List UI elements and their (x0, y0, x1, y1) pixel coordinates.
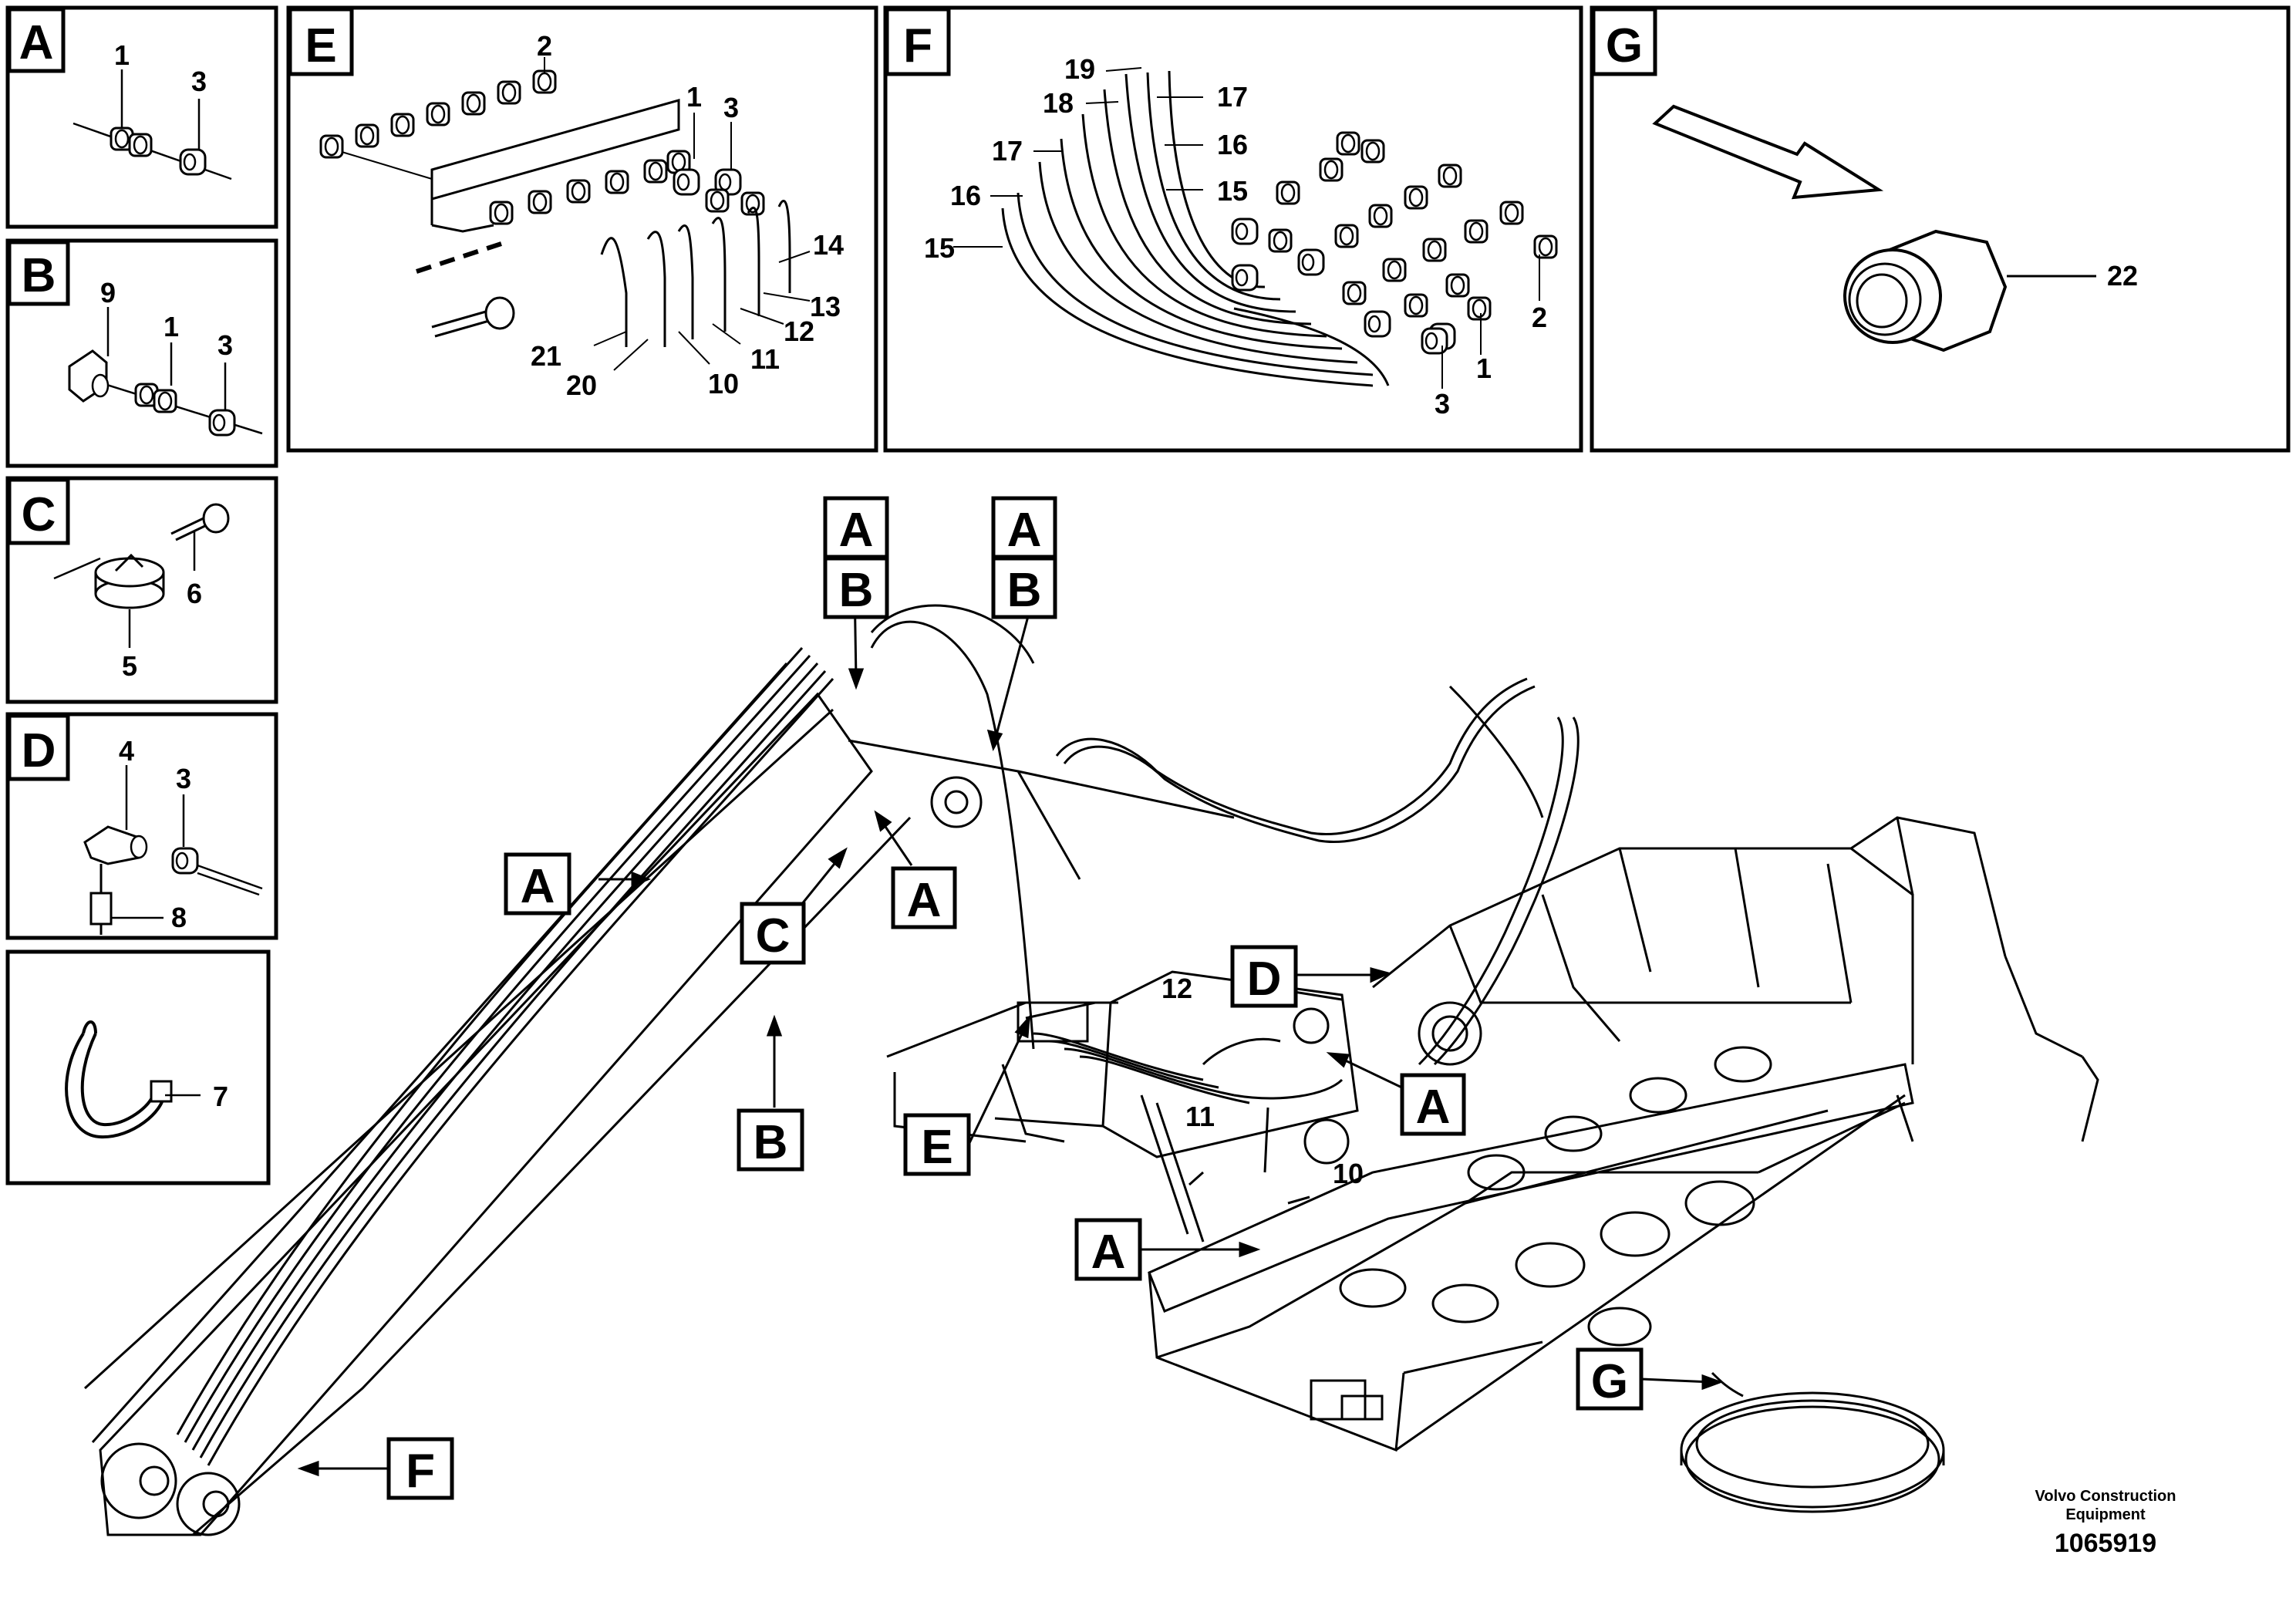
svg-text:A: A (1091, 1226, 1126, 1279)
part-label: 3 (723, 92, 739, 123)
part-label: 15 (1217, 175, 1248, 207)
part-label: 8 (171, 902, 187, 933)
callout-box: E (903, 1113, 971, 1176)
callout-box: A (504, 852, 571, 916)
part-label: 18 (1043, 87, 1074, 119)
callout-box: D (1230, 945, 1298, 1008)
callout-leaders (297, 584, 1724, 1477)
detail-panel-a: A 1 3 (5, 5, 278, 229)
part-label: 11 (750, 343, 780, 375)
panel-b-fitting-drawing (68, 307, 263, 437)
panel-c-clamp-drawing (53, 503, 230, 648)
part-label: 15 (924, 232, 955, 264)
callout-box: A (1074, 1218, 1142, 1281)
detail-panel-f: F (883, 5, 1583, 453)
main-callouts: A B A B A C A B (386, 496, 1644, 1500)
part-label: 10 (708, 368, 739, 400)
part-label: 3 (176, 763, 191, 794)
cable-tie-drawing (65, 1020, 201, 1139)
company-name-line2: Equipment (2065, 1506, 2146, 1523)
panel-d-tag: D (22, 724, 56, 777)
panel-c-tag: C (22, 488, 56, 541)
direction-arrow-icon (1652, 104, 1884, 200)
callout-box: A (1400, 1073, 1466, 1136)
part-label: 16 (1217, 129, 1248, 160)
part-label: 11 (1185, 1101, 1215, 1132)
panel-a-tag: A (19, 16, 54, 69)
part-label: 14 (813, 229, 844, 261)
svg-text:A: A (839, 504, 874, 557)
panel-b-tag: B (22, 249, 56, 302)
callout-box: B (823, 556, 889, 619)
callout-box: F (386, 1437, 454, 1500)
panel-e-manifold-drawing (319, 57, 811, 371)
part-label: 12 (1161, 973, 1192, 1004)
part-label: 20 (566, 369, 597, 401)
part-label: 2 (537, 30, 552, 62)
part-label: 9 (100, 277, 116, 309)
part-label: 19 (1064, 53, 1095, 85)
callout-box: A (891, 866, 957, 929)
panel-a-fitting-drawing (72, 69, 232, 180)
part-label: 16 (950, 180, 981, 211)
detail-panel-clip: 7 (5, 949, 271, 1185)
callout-box: B (737, 1108, 804, 1172)
callout-box: A (823, 496, 889, 559)
callout-box: C (740, 902, 806, 965)
part-label: 17 (1217, 81, 1248, 113)
company-name: Volvo Construction (2035, 1488, 2176, 1505)
part-label: 1 (1476, 352, 1492, 384)
part-label: 12 (784, 315, 814, 347)
svg-text:B: B (1007, 564, 1042, 617)
part-label: 6 (187, 578, 202, 609)
svg-text:B: B (754, 1116, 788, 1169)
part-label: 3 (217, 329, 233, 361)
svg-text:F: F (406, 1445, 435, 1498)
document-number: 1065919 (2055, 1529, 2156, 1558)
part-label: 5 (122, 650, 137, 682)
part-label: 1 (164, 311, 179, 342)
svg-text:A: A (1007, 504, 1042, 557)
detail-panel-e: E (286, 5, 878, 453)
part-label: 7 (213, 1081, 228, 1112)
part-label: 10 (1333, 1158, 1364, 1189)
svg-text:A: A (521, 860, 555, 913)
svg-text:A: A (907, 874, 942, 927)
panel-e-tag: E (305, 19, 336, 73)
svg-text:B: B (839, 564, 874, 617)
detail-panel-d: D 4 3 8 (5, 712, 278, 940)
panel-d-fitting-drawing (83, 765, 263, 935)
part-label: 1 (114, 39, 130, 71)
part-label: 3 (1435, 388, 1450, 420)
svg-text:C: C (756, 909, 791, 963)
detail-panel-g: G 22 (1590, 5, 2291, 453)
svg-text:D: D (1247, 953, 1282, 1006)
part-label: 2 (1532, 302, 1547, 333)
part-label: 22 (2107, 260, 2138, 292)
callout-box: B (991, 556, 1057, 619)
part-label: 13 (810, 291, 841, 322)
part-label: 3 (191, 66, 207, 97)
panel-g-tag: G (1606, 19, 1643, 73)
panel-f-tag: F (903, 19, 932, 73)
part-label: 21 (531, 340, 561, 372)
callout-box: G (1576, 1347, 1644, 1411)
detail-panel-b: B 9 1 3 (5, 238, 278, 468)
svg-text:A: A (1416, 1081, 1451, 1134)
panel-f-hose-bundle-drawing (953, 67, 1558, 389)
part-label: 1 (686, 81, 702, 113)
detail-panel-c: C 6 5 (5, 476, 278, 704)
callout-box: A (991, 496, 1057, 559)
hex-plug-drawing (1843, 229, 2096, 352)
part-label: 4 (119, 735, 134, 767)
part-label: 17 (992, 135, 1023, 167)
svg-text:E: E (921, 1121, 952, 1174)
svg-text:G: G (1591, 1355, 1628, 1408)
excavator-upper-frame-drawing (83, 604, 2099, 1536)
